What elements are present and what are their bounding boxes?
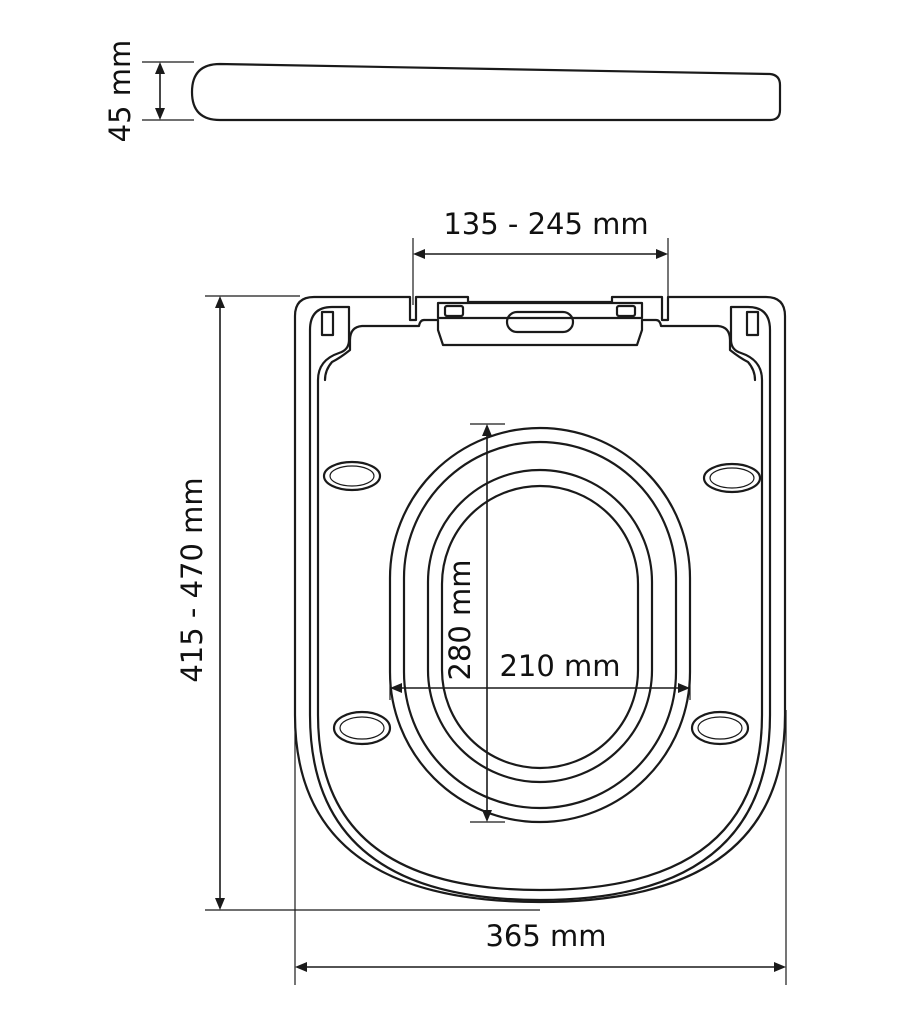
top-view bbox=[293, 295, 787, 904]
length-label: 415 - 470 mm bbox=[175, 477, 209, 682]
bumper-top-left bbox=[322, 460, 382, 492]
left-corner-pocket bbox=[320, 310, 335, 337]
hinge-bar bbox=[436, 301, 644, 320]
seat-side-profile bbox=[190, 62, 782, 122]
hinge-span-dimension: 135 - 245 mm bbox=[412, 207, 669, 305]
opening-inner-ring bbox=[426, 468, 654, 784]
inner-width-arrow-left bbox=[390, 683, 402, 693]
total-width-dimension: 365 mm bbox=[294, 710, 787, 985]
bumper-bottom-left bbox=[332, 710, 392, 746]
bumper-bottom-right-inner bbox=[697, 716, 743, 740]
bumper-bottom-left-inner bbox=[339, 716, 385, 740]
inner-length-arrow-bottom bbox=[482, 810, 492, 822]
total-width-arrow-left bbox=[295, 962, 307, 972]
thickness-arrow-top bbox=[155, 62, 165, 74]
seat-shelf-outline-left bbox=[323, 318, 426, 382]
hinge-span-label: 135 - 245 mm bbox=[443, 207, 648, 241]
seat-shelf-outline bbox=[422, 318, 757, 382]
length-dimension: 415 - 470 mm bbox=[175, 295, 540, 911]
inner-length-arrow-top bbox=[482, 424, 492, 436]
seat-inner-rim bbox=[308, 305, 772, 902]
bumper-top-left-inner bbox=[329, 465, 375, 487]
thickness-label: 45 mm bbox=[103, 40, 137, 143]
inner-width-label: 210 mm bbox=[499, 649, 620, 683]
inner-length-label: 280 mm bbox=[443, 559, 477, 680]
hinge-right-clip bbox=[615, 304, 637, 318]
hinge-span-arrow-right bbox=[656, 249, 668, 259]
bumper-bottom-right bbox=[690, 710, 750, 746]
inner-length-dimension: 280 mm bbox=[443, 423, 505, 823]
inner-width-arrow-right bbox=[678, 683, 690, 693]
length-arrow-bottom bbox=[215, 898, 225, 910]
opening-outer-ring-2 bbox=[402, 440, 678, 810]
seat-outer-outline bbox=[293, 295, 787, 904]
total-width-arrow-right bbox=[774, 962, 786, 972]
inner-width-dimension: 210 mm bbox=[389, 630, 691, 700]
opening-inner-ring-2 bbox=[440, 484, 640, 770]
bumper-top-right bbox=[702, 462, 762, 494]
hinge-left-clip bbox=[443, 304, 465, 318]
side-profile-view: 45 mm bbox=[103, 40, 782, 143]
bumper-top-right-inner bbox=[709, 467, 755, 489]
opening-outer-ring bbox=[388, 426, 692, 824]
hinge-center-slot bbox=[505, 310, 575, 334]
right-corner-pocket bbox=[745, 310, 760, 337]
hinge-span-arrow-left bbox=[413, 249, 425, 259]
length-arrow-top bbox=[215, 296, 225, 308]
total-width-label: 365 mm bbox=[485, 919, 606, 953]
thickness-arrow-bottom bbox=[155, 108, 165, 120]
